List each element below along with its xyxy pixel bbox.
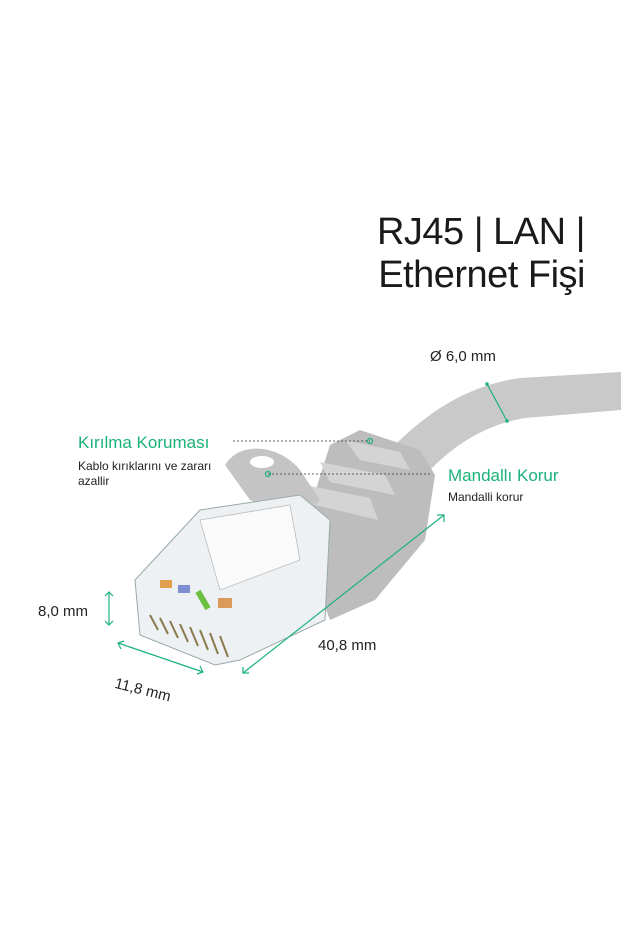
title-line-2: Ethernet Fişi (378, 254, 585, 296)
feature-latch-desc: Mandalli korur (448, 490, 524, 504)
feature-strain-relief-desc: Kablo kırıklarını ve zararı (78, 459, 212, 473)
feature-strain-relief-desc-2: azallir (78, 474, 110, 488)
feature-strain-relief-title: Kırılma Koruması (78, 433, 210, 452)
height-dimension-label: 8,0 mm (38, 603, 89, 620)
cable-diameter-label: Ø 6,0 mm (430, 348, 496, 365)
length-dimension-label: 40,8 mm (318, 637, 377, 654)
feature-latch-title: Mandallı Korur (448, 466, 559, 485)
title-line-1: RJ45 | LAN | (376, 211, 586, 253)
